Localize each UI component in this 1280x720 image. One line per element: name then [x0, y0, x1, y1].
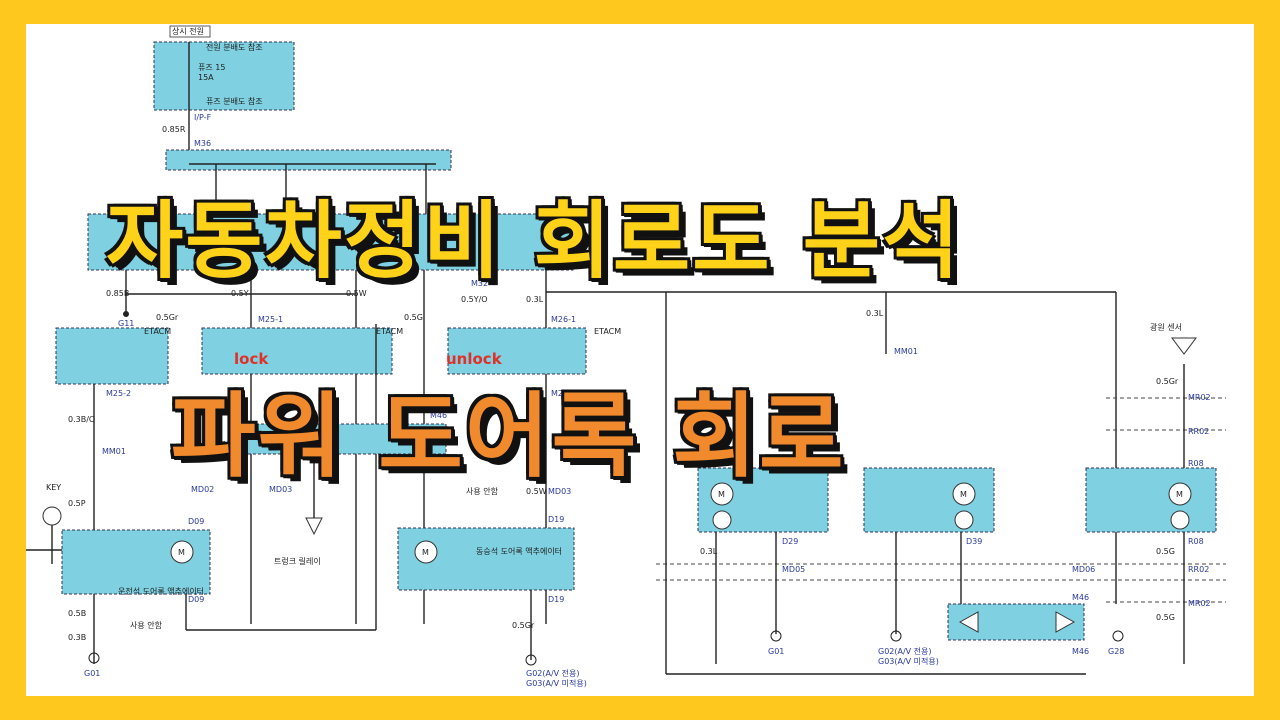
ground-g02-right: G02(A/V 전용)	[878, 646, 932, 656]
lock-tag: lock	[234, 350, 269, 368]
connector-m26-1: M26-1	[551, 315, 576, 324]
relay-ref-2: 퓨즈 분배도 참조	[206, 96, 263, 106]
wire-label-15: 0.3L	[866, 309, 884, 318]
driver-door-actuator	[61, 529, 211, 595]
svg-text:M: M	[178, 548, 185, 557]
connector-m25-2: M25-2	[106, 389, 131, 398]
wire-label-18: 0.5G	[1156, 613, 1175, 622]
connector-m46-b: M46	[430, 459, 447, 468]
wire-label-2: 0.5Y	[231, 289, 249, 298]
power-label: 상시 전원	[172, 26, 204, 36]
misc-label-3: 광원 센서	[1150, 322, 1182, 332]
connector-m46-a: M46	[430, 411, 447, 420]
connector-d39: D39	[966, 537, 982, 546]
wire-label-13: 0.3L	[700, 547, 718, 556]
connector-rr02: RR02	[1188, 427, 1209, 436]
connector-m25-1: M25-1	[258, 315, 283, 324]
connector-r08-b: R08	[1188, 537, 1204, 546]
connector-mm01: MM01	[102, 447, 126, 456]
wire-label-3: 0.5W	[346, 289, 367, 298]
motor-label-0: 운전석 도어록 액추에이터	[118, 586, 204, 596]
key-label: KEY	[46, 483, 61, 492]
connector-m32: M32	[471, 279, 488, 288]
relay-ref-1: 전원 분배도 참조	[206, 42, 263, 52]
connector-m46-c: M46	[1072, 593, 1089, 602]
etacm-box-mid	[201, 327, 393, 375]
misc-label-2: 트렁크 릴레이	[274, 556, 321, 566]
etacm-label-3: ETACM	[594, 327, 621, 336]
svg-text:M: M	[718, 490, 725, 499]
fuse-line-1: 퓨즈 15	[198, 63, 225, 72]
rear-right-actuator	[863, 467, 995, 533]
wire-label-10: 0.5B	[68, 609, 86, 618]
wire-label-6: 0.5Y/O	[461, 295, 488, 304]
misc-label-1: 사용 안함	[466, 486, 499, 496]
circuit-diagram: 상시 전원 전원 분배도 참조 퓨즈 분배도 참조 퓨즈 15 15A I/P-…	[26, 25, 1226, 688]
connector-m36: M36	[194, 139, 211, 148]
svg-text:M: M	[422, 548, 429, 557]
junction-block	[165, 149, 452, 171]
wire-label-7: 0.3L	[526, 295, 544, 304]
connector-md05: MD05	[782, 565, 805, 574]
connector-m26-2: M26-2	[551, 389, 576, 398]
misc-label-0: 사용 안함	[130, 620, 163, 630]
wire-label-8: 0.3B/O	[68, 415, 95, 424]
diagram-canvas: 상시 전원 전원 분배도 참조 퓨즈 분배도 참조 퓨즈 15 15A I/P-…	[26, 24, 1254, 696]
tailgate-actuator	[1085, 467, 1217, 533]
unlock-tag: unlock	[446, 350, 502, 368]
motor-label-1: 동승석 도어록 액추에이터	[476, 546, 562, 556]
fuse-line-2: 15A	[198, 73, 214, 82]
ground-g28: G28	[1108, 647, 1124, 656]
etacm-box-right	[447, 327, 587, 375]
etacm-module	[87, 213, 574, 271]
wire-label-14: 0.5W	[526, 487, 547, 496]
wire-label-17: 0.5G	[1156, 547, 1175, 556]
connector-mm01-right: MM01	[894, 347, 918, 356]
connector-d29: D29	[782, 537, 798, 546]
fuse-block	[153, 41, 295, 111]
sub-title: 파워 도어록 회로	[171, 383, 846, 490]
etacm-label-1: ETACM	[144, 327, 171, 336]
connector-r08-a: R08	[1188, 459, 1204, 468]
connector-rr02-b: RR02	[1188, 565, 1209, 574]
connector-d19-a: D19	[548, 515, 564, 524]
ground-g03-mid: G03(A/V 미적용)	[526, 678, 587, 688]
wire-label-12: 0.5Gr	[512, 621, 535, 630]
svg-text:M: M	[960, 490, 967, 499]
wire-label-16: 0.5Gr	[1156, 377, 1179, 386]
svg-text:M: M	[1176, 490, 1183, 499]
connector-m46-d: M46	[1072, 647, 1089, 656]
connector-md03-b: MD03	[548, 487, 571, 496]
connector-ipf: I/P-F	[194, 113, 212, 122]
connector-md06: MD06	[1072, 565, 1095, 574]
connector-md03: MD03	[269, 485, 292, 494]
connector-md02: MD02	[191, 485, 214, 494]
ground-g03-right: G03(A/V 미적용)	[878, 656, 939, 666]
main-title: 자동차정비 회로도 분석	[106, 192, 962, 290]
connector-d19-b: D19	[548, 595, 564, 604]
connector-g11: G11	[118, 319, 134, 328]
relay-block	[230, 423, 447, 455]
etacm-label-2: ETACM	[376, 327, 403, 336]
wire-label-4: 0.5Gr	[156, 313, 179, 322]
wire-label-1: 0.85B	[106, 289, 129, 298]
connector-mr02: MR02	[1188, 393, 1211, 402]
etacm-box-left	[55, 327, 169, 385]
connector-d09-b: D09	[188, 595, 204, 604]
ground-g01-left: G01	[84, 669, 100, 678]
wire-label-9: 0.5P	[68, 499, 86, 508]
wire-label-11: 0.3B	[68, 633, 86, 642]
ground-g01-right: G01	[768, 647, 784, 656]
ground-g02-mid: G02(A/V 전용)	[526, 668, 580, 678]
connector-d09-a: D09	[188, 517, 204, 526]
wire-label-0: 0.85R	[162, 125, 186, 134]
connector-mr02-b: MR02	[1188, 599, 1211, 608]
wire-label-5: 0.5G	[404, 313, 423, 322]
